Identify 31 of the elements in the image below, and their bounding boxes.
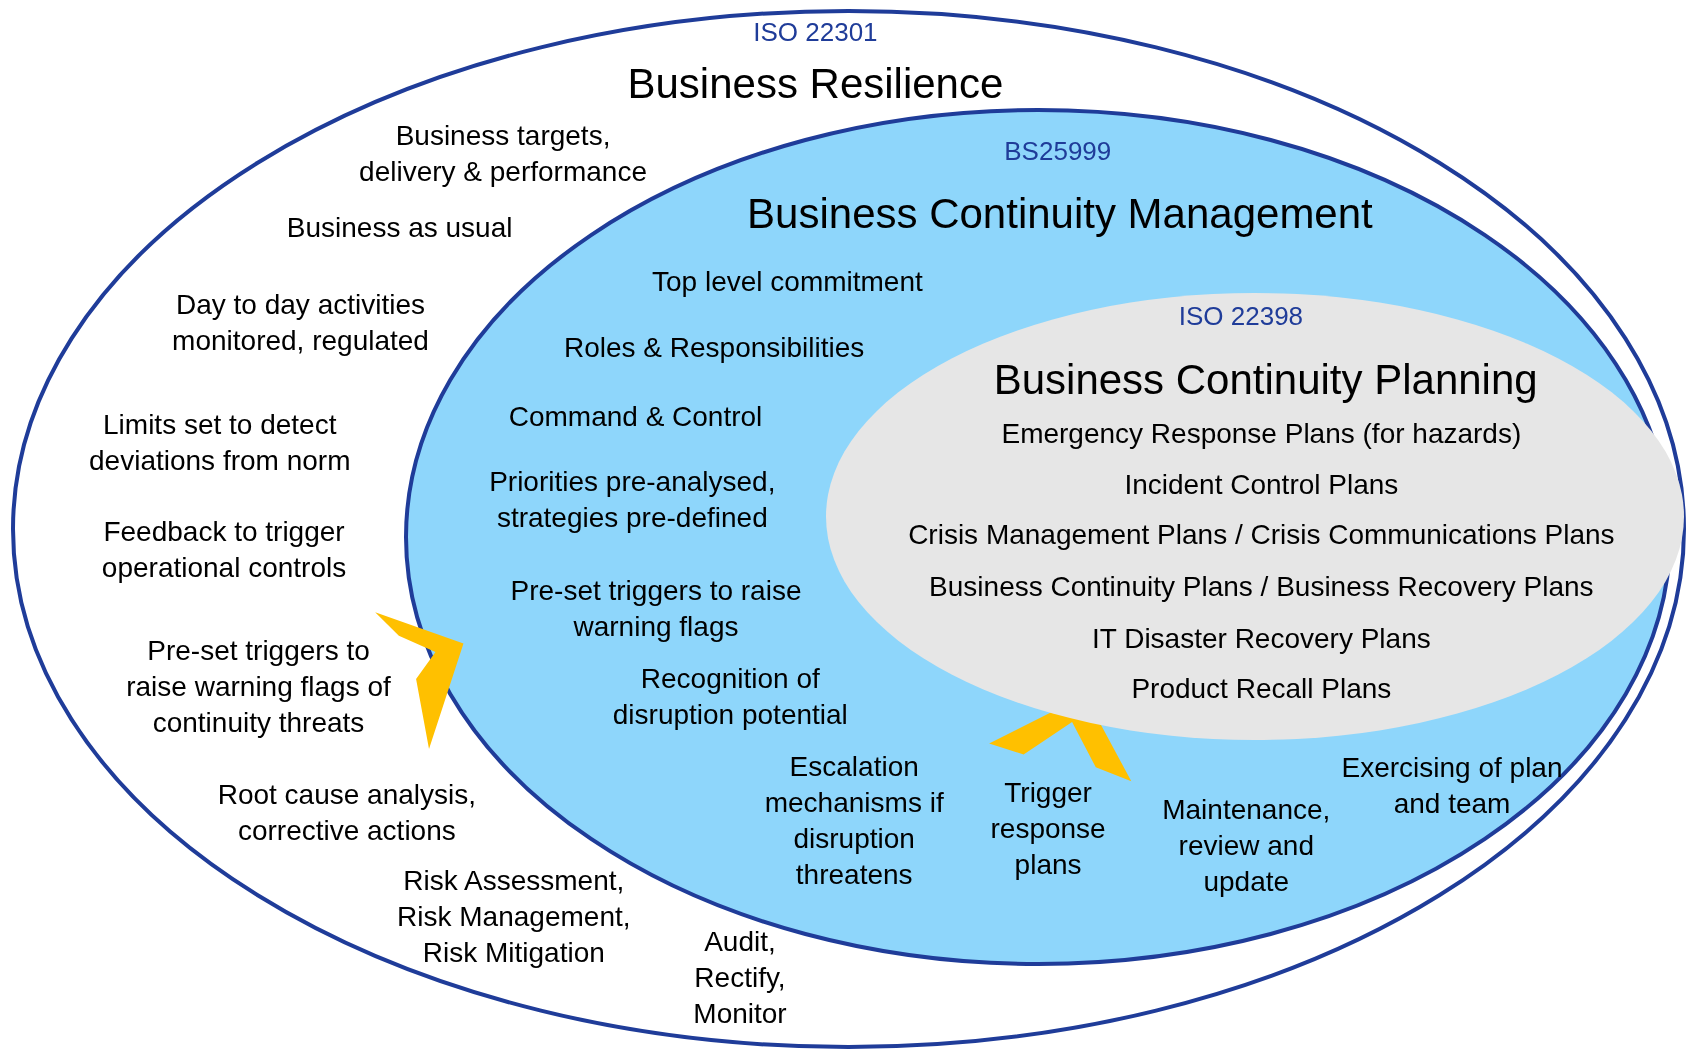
zone-item-text: Pre-set triggers to raise warning flags [509, 573, 803, 644]
zone-item-text: Root cause analysis, corrective actions [216, 778, 477, 849]
zone-item-text: Limits set to detect deviations from norm [88, 407, 352, 478]
zone-item-text: IT Disaster Recovery Plans [1092, 621, 1431, 656]
zone-item-text: Priorities pre-analysed, strategies pre-defined [488, 464, 777, 535]
zone-item-text: Escalation mechanisms if disruption threatens [763, 749, 945, 892]
zone-item-text: Maintenance, review and update [1161, 792, 1332, 899]
zone-item-text: Command & Control [508, 399, 763, 434]
zone-item-text: Roles & Responsibilities [564, 330, 865, 365]
zone-item-text: Product Recall Plans [1131, 672, 1392, 707]
zone-item-text: Pre-set triggers to raise warning flags of continuity threats [125, 634, 392, 741]
zone-item-text: Day to day activities monitored, regulated [171, 288, 430, 359]
standard-label: ISO 22398 [1178, 299, 1304, 333]
zone-item-text: Trigger response plans [989, 776, 1107, 883]
zone-item-text: Top level commitment [652, 265, 923, 300]
standard-label: ISO 22301 [753, 15, 878, 49]
zone-item-text: Business as usual [286, 211, 513, 246]
zone-item-text: Audit, Rectify, Monitor [692, 925, 788, 1032]
standard-label: BS25999 [1004, 134, 1112, 168]
zone-item-text: Incident Control Plans [1124, 467, 1399, 502]
zone-item-text: Emergency Response Plans (for hazards) [1001, 417, 1522, 452]
zone-item-text: Feedback to trigger operational controls [100, 515, 348, 586]
zone-title: Business Continuity Planning [993, 354, 1538, 405]
zone-title: Business Continuity Management [747, 188, 1373, 239]
zone-item-text: Crisis Management Plans / Crisis Communications Plans [908, 518, 1615, 553]
zone-item-text: Business targets, delivery & performance [358, 119, 648, 190]
zone-item-text: Exercising of plan and team [1340, 751, 1564, 822]
zone-item-text: Risk Assessment, Risk Management, Risk Mitigation [396, 863, 632, 970]
zone-item-text: Business Continuity Plans / Business Recovery Plans [929, 570, 1594, 605]
zone-title: Business Resilience [627, 58, 1004, 109]
zone-item-text: Recognition of disruption potential [611, 661, 849, 732]
